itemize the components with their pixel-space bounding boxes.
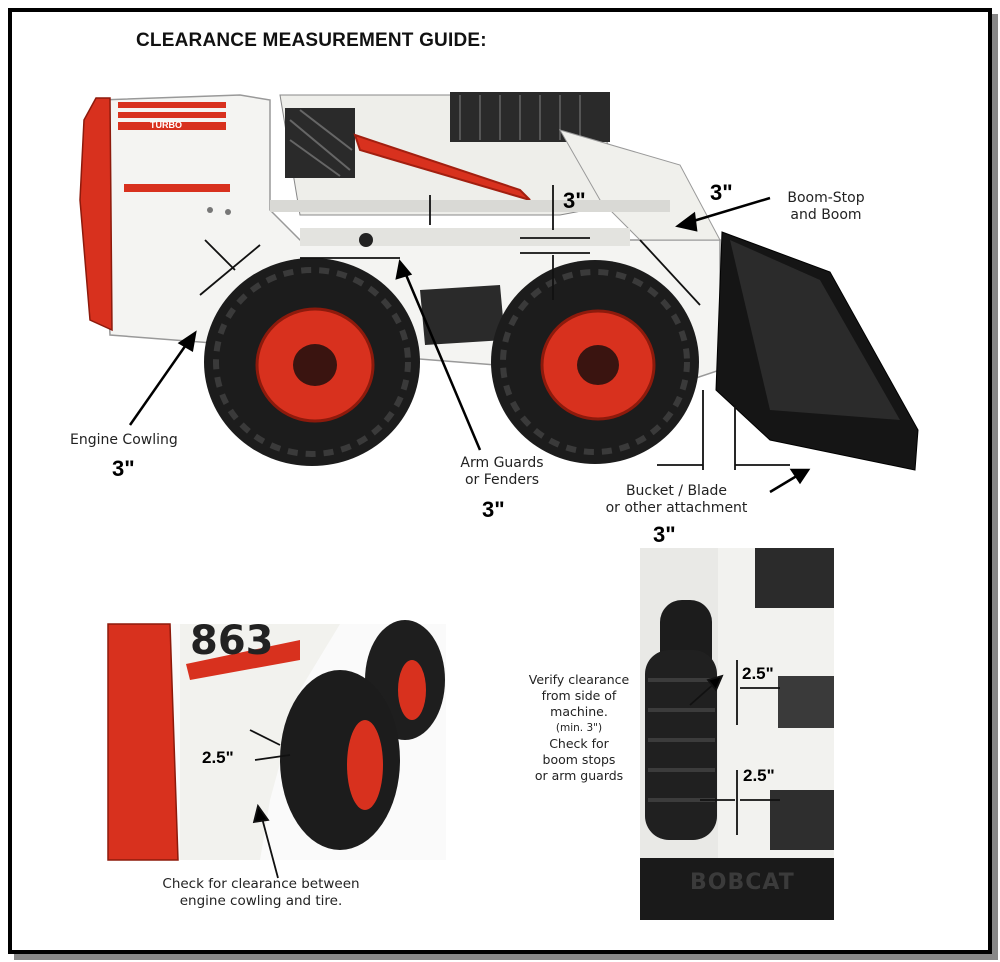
cowling-closeup-value: 2.5" [202, 748, 234, 767]
turbo-decal: TURBO [150, 120, 182, 130]
side-clearance-top-value: 2.5" [742, 664, 774, 683]
callout-arrows [128, 196, 811, 494]
side-clearance-bottom-value: 2.5" [743, 766, 775, 785]
engine-cowling-label: Engine Cowling [70, 432, 178, 448]
bucket-label: Bucket / Blade or other attachment [605, 483, 748, 516]
operator-cage [279, 92, 641, 216]
bucket-brand-decal: BOBCAT [690, 870, 795, 895]
closeup-tires [280, 620, 445, 850]
front-tire [491, 260, 699, 464]
rear-tire [204, 258, 420, 466]
arm-guards-label: Arm Guards or Fenders [460, 455, 544, 488]
cowling-closeup-caption: Check for clearance between engine cowli… [162, 876, 360, 909]
side-clearance-note: Verify clearance from side of machine. (… [528, 672, 630, 783]
measurement-lines [199, 185, 790, 470]
boom-stop-value: 3" [710, 180, 733, 205]
engine-cowling-value: 3" [112, 456, 135, 481]
model-number-decal: 863 [190, 618, 274, 664]
center-clearance-value: 3" [563, 188, 586, 213]
bucket-value: 3" [653, 522, 676, 547]
bucket [715, 231, 919, 471]
page-title: CLEARANCE MEASUREMENT GUIDE: [136, 30, 487, 51]
boom-stop-label: Boom-Stop and Boom [787, 190, 865, 223]
arm-guards-value: 3" [482, 497, 505, 522]
fender-plate [420, 285, 505, 345]
